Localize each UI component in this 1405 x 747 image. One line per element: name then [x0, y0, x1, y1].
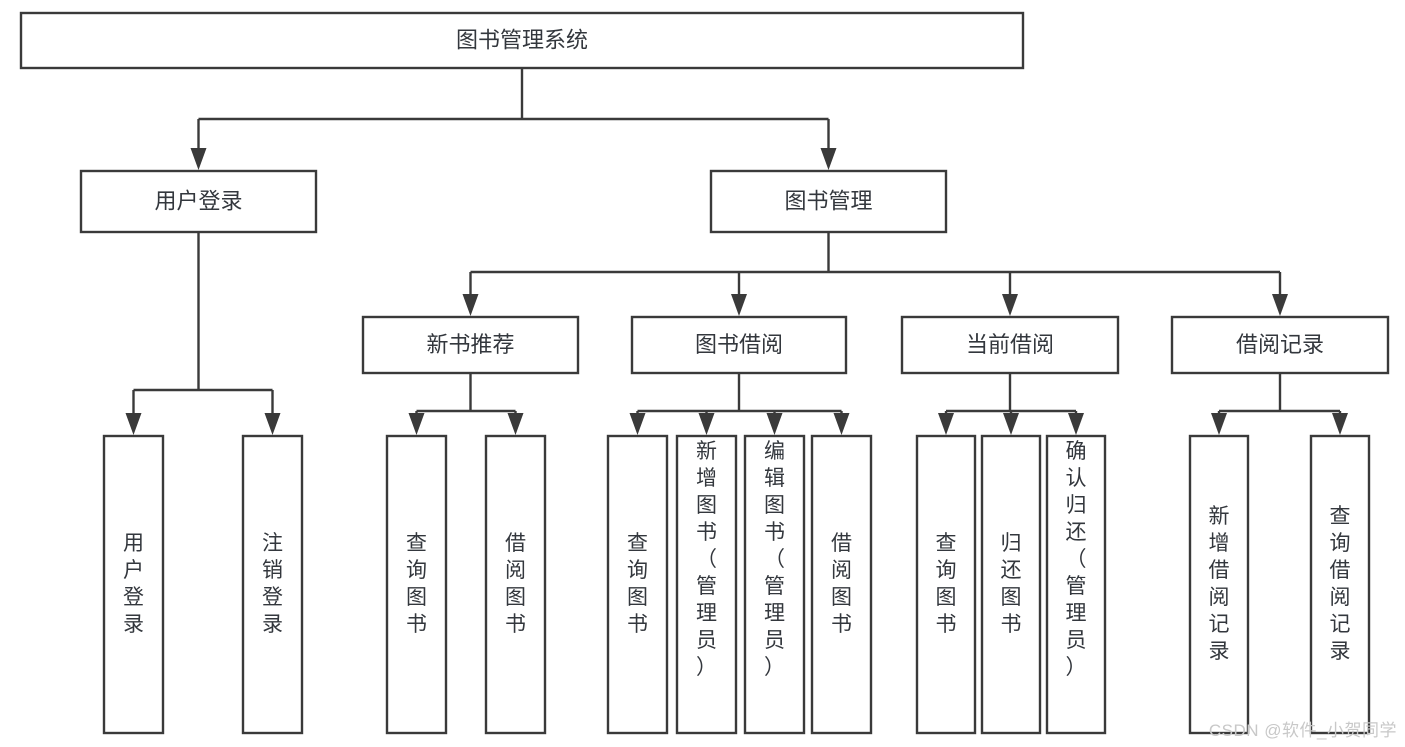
node-leaf-8-box[interactable]	[915, 434, 977, 735]
node-level3-2-box[interactable]	[900, 315, 1120, 375]
node-leaf-0-box[interactable]	[102, 434, 165, 735]
arrow-head-icon	[125, 413, 142, 435]
arrow-head-icon	[1002, 294, 1018, 316]
node-leaf-3-box[interactable]	[484, 434, 547, 735]
node-leaf-0[interactable]: 用户登录	[102, 434, 165, 735]
node-leaf-3[interactable]: 借阅图书	[484, 434, 547, 735]
node-leaf-12-label: 查询借阅记录	[1330, 505, 1351, 663]
node-leaf-7-box[interactable]	[810, 434, 873, 735]
node-level3-3[interactable]: 借阅记录	[1170, 315, 1390, 375]
node-leaf-5-box[interactable]	[675, 434, 738, 735]
node-leaf-7-label: 借阅图书	[831, 532, 852, 636]
node-level2-0[interactable]: 用户登录	[79, 169, 318, 234]
node-leaf-12-box[interactable]	[1309, 434, 1371, 735]
node-level2-1-box[interactable]	[709, 169, 948, 234]
node-level2-0-box[interactable]	[79, 169, 318, 234]
node-level3-0[interactable]: 新书推荐	[361, 315, 580, 375]
node-level3-1-box[interactable]	[630, 315, 848, 375]
node-leaf-8[interactable]: 查询图书	[915, 434, 977, 735]
node-leaf-4-label: 查询图书	[627, 532, 648, 636]
arrow-head-icon	[1003, 413, 1019, 435]
node-level3-2[interactable]: 当前借阅	[900, 315, 1120, 375]
node-leaf-5-label: 新增图书（管理员）	[696, 440, 717, 679]
node-leaf-1-box[interactable]	[241, 434, 304, 735]
node-leaf-6[interactable]: 编辑图书（管理员）	[743, 434, 806, 735]
node-leaf-9[interactable]: 归还图书	[980, 434, 1042, 735]
node-leaf-11-label: 新增借阅记录	[1209, 505, 1230, 663]
node-leaf-6-box[interactable]	[743, 434, 806, 735]
arrow-head-icon	[408, 413, 425, 435]
node-leaf-9-label: 归还图书	[1001, 532, 1022, 636]
node-leaf-10[interactable]: 确认归还（管理员）	[1045, 434, 1107, 735]
node-leaf-4[interactable]: 查询图书	[606, 434, 669, 735]
node-level3-0-box[interactable]	[361, 315, 580, 375]
node-level2-1-label: 图书管理	[784, 188, 872, 213]
arrow-head-icon	[1332, 413, 1348, 435]
arrow-head-icon	[1068, 413, 1084, 435]
arrow-head-icon	[1211, 413, 1227, 435]
node-leaf-7[interactable]: 借阅图书	[810, 434, 873, 735]
node-leaf-9-box[interactable]	[980, 434, 1042, 735]
arrow-head-icon	[766, 413, 783, 435]
arrow-head-icon	[938, 413, 954, 435]
node-root-box[interactable]	[19, 11, 1025, 70]
node-leaf-2-box[interactable]	[385, 434, 448, 735]
node-level3-0-label: 新书推荐	[426, 332, 514, 357]
node-leaf-4-box[interactable]	[606, 434, 669, 735]
node-level3-2-label: 当前借阅	[966, 332, 1054, 357]
arrow-head-icon	[190, 148, 207, 170]
node-leaf-10-label: 确认归还（管理员）	[1066, 440, 1087, 679]
node-leaf-3-label: 借阅图书	[505, 532, 526, 636]
node-level2-1[interactable]: 图书管理	[709, 169, 948, 234]
arrow-head-icon	[1272, 294, 1288, 316]
arrow-head-icon	[833, 413, 850, 435]
arrow-head-icon	[264, 413, 281, 435]
arrow-head-icon	[820, 148, 837, 170]
arrow-head-icon	[731, 294, 747, 316]
arrow-head-icon	[507, 413, 524, 435]
node-level3-1-label: 图书借阅	[695, 332, 783, 357]
node-leaf-10-box[interactable]	[1045, 434, 1107, 735]
node-level3-3-label: 借阅记录	[1236, 332, 1324, 357]
node-leaf-11[interactable]: 新增借阅记录	[1188, 434, 1250, 735]
connector-edges	[125, 68, 1348, 435]
node-level3-3-box[interactable]	[1170, 315, 1390, 375]
node-leaf-0-label: 用户登录	[123, 532, 144, 636]
arrow-head-icon	[629, 413, 646, 435]
arrow-head-icon	[462, 294, 479, 316]
node-leaf-1[interactable]: 注销登录	[241, 434, 304, 735]
node-leaf-1-label: 注销登录	[262, 532, 283, 636]
arrow-head-icon	[698, 413, 715, 435]
node-leaf-12[interactable]: 查询借阅记录	[1309, 434, 1371, 735]
node-leaf-8-label: 查询图书	[936, 532, 957, 636]
node-level2-0-label: 用户登录	[154, 188, 242, 213]
node-leaf-2-label: 查询图书	[406, 532, 427, 636]
node-level3-1[interactable]: 图书借阅	[630, 315, 848, 375]
node-leaf-11-box[interactable]	[1188, 434, 1250, 735]
node-leaf-2[interactable]: 查询图书	[385, 434, 448, 735]
diagram-nodes: 图书管理系统用户登录图书管理新书推荐图书借阅当前借阅借阅记录用户登录注销登录查询…	[19, 11, 1390, 735]
node-root-label: 图书管理系统	[456, 27, 588, 52]
node-leaf-5[interactable]: 新增图书（管理员）	[675, 434, 738, 735]
node-leaf-6-label: 编辑图书（管理员）	[764, 440, 785, 679]
node-root[interactable]: 图书管理系统	[19, 11, 1025, 70]
